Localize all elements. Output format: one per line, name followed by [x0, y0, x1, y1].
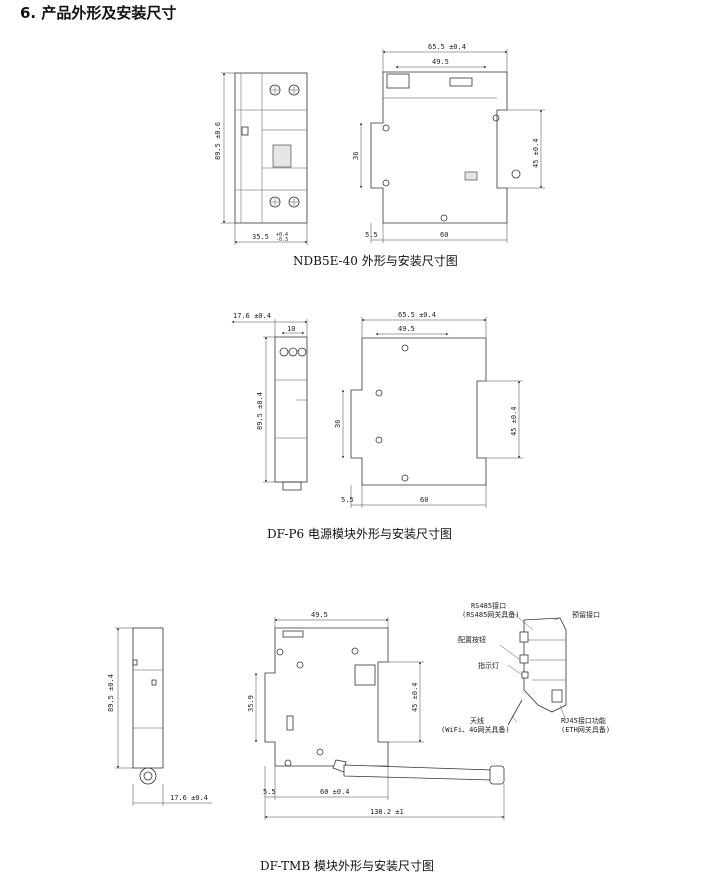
fig3-callout-rj45: RJ45接口功能: [561, 716, 606, 725]
fig2-overall-width-label: 65.5 ±0.4: [398, 311, 436, 319]
fig2-depth-label: 60: [420, 496, 428, 504]
fig3-front-view: 49.5 35.9 45 ±0.4 5.5 60 ±0.4 138.2 ±1: [247, 611, 505, 820]
fig3-caption: DF-TMB 模块外形与安装尺寸图: [260, 859, 434, 873]
fig2-side-view: 17.6 ±0.4 10 89.5 ±0.4: [231, 312, 308, 491]
fig1-side-width-tol-plus: +0.4: [276, 232, 288, 238]
fig3-callout-rs485-note: (RS485网关具备): [462, 610, 520, 619]
fig3-side-height-label: 89.5 ±0.4: [107, 674, 115, 712]
fig1-overall-width-label: 65.5 ±0.4: [428, 43, 466, 51]
fig1-side-view: 89.5 ±0.6 35.5 +0.4 -0.3: [214, 72, 308, 245]
fig2-pitch-label: 10: [287, 325, 295, 333]
fig3-callout-indicator: 指示灯: [478, 661, 499, 670]
fig1-inner-width-label: 49.5: [432, 58, 449, 66]
fig2-inner-width-label: 49.5: [398, 325, 415, 333]
fig1-side-width-label: 35.5: [252, 233, 269, 241]
fig2-front-view: 65.5 ±0.4 49.5 36 45 ±0.4 5.5 60: [334, 311, 523, 508]
fig3-callout-antenna-note: (WiFi、4G网关具备): [441, 725, 510, 734]
fig1-rail-height-label: 36: [352, 152, 360, 160]
fig3-perspective-view: RS485接口 (RS485网关具备) 预留接口 配置按钮 指示灯 天线 (Wi…: [441, 601, 610, 734]
fig1-side-height-label: 89.5 ±0.6: [214, 122, 222, 160]
fig3-callout-reserved: 预留接口: [572, 610, 600, 619]
fig1-caption: NDB5E-40 外形与安装尺寸图: [293, 254, 458, 268]
fig3-callout-rs485: RS485接口: [471, 601, 506, 610]
fig3-right-height-label: 45 ±0.4: [411, 682, 419, 712]
fig3-antenna: [343, 764, 493, 781]
fig2-caption: DF-P6 电源模块外形与安装尺寸图: [267, 527, 452, 541]
fig3-side-width-label: 17.6 ±0.4: [170, 794, 208, 802]
fig2-right-height-label: 45 ±0.4: [510, 406, 518, 436]
fig1-front-view: 65.5 ±0.4 49.5 36 45 ±0.4 5.5 60: [352, 43, 545, 243]
fig1-offset-label: 5.5: [365, 231, 378, 239]
fig2-offset-label: 5.5: [341, 496, 354, 504]
fig3-depth-label: 60 ±0.4: [320, 788, 350, 796]
fig1-terminal-screws-top: [269, 84, 300, 96]
fig3-antenna-base-icon: [139, 767, 157, 785]
fig2-rail-height-label: 36: [334, 420, 342, 428]
fig3-callout-rj45-note: (ETH网关具备): [561, 725, 610, 734]
fig1-side-width-tol-minus: -0.3: [276, 237, 288, 243]
fig1-toggle-lever: [272, 144, 292, 168]
fig2-side-width-label: 17.6 ±0.4: [233, 312, 271, 320]
fig1-right-height-label: 45 ±0.4: [532, 138, 540, 168]
fig3-inner-width-label: 49.5: [311, 611, 328, 619]
fig3-offset-label: 5.5: [263, 788, 276, 796]
fig3-side-view: 89.5 ±0.4 17.6 ±0.4: [107, 627, 212, 806]
fig2-side-height-label: 89.5 ±0.4: [256, 392, 264, 430]
fig3-callout-config-button: 配置按钮: [458, 635, 486, 644]
section-heading: 6. 产品外形及安装尺寸: [20, 4, 177, 22]
fig3-callout-antenna: 天线: [470, 716, 484, 725]
fig1-depth-label: 60: [440, 231, 448, 239]
fig3-overall-length-label: 138.2 ±1: [370, 808, 404, 816]
fig1-terminal-screws-bottom: [269, 196, 300, 208]
fig3-rail-height-label: 35.9: [247, 695, 255, 712]
